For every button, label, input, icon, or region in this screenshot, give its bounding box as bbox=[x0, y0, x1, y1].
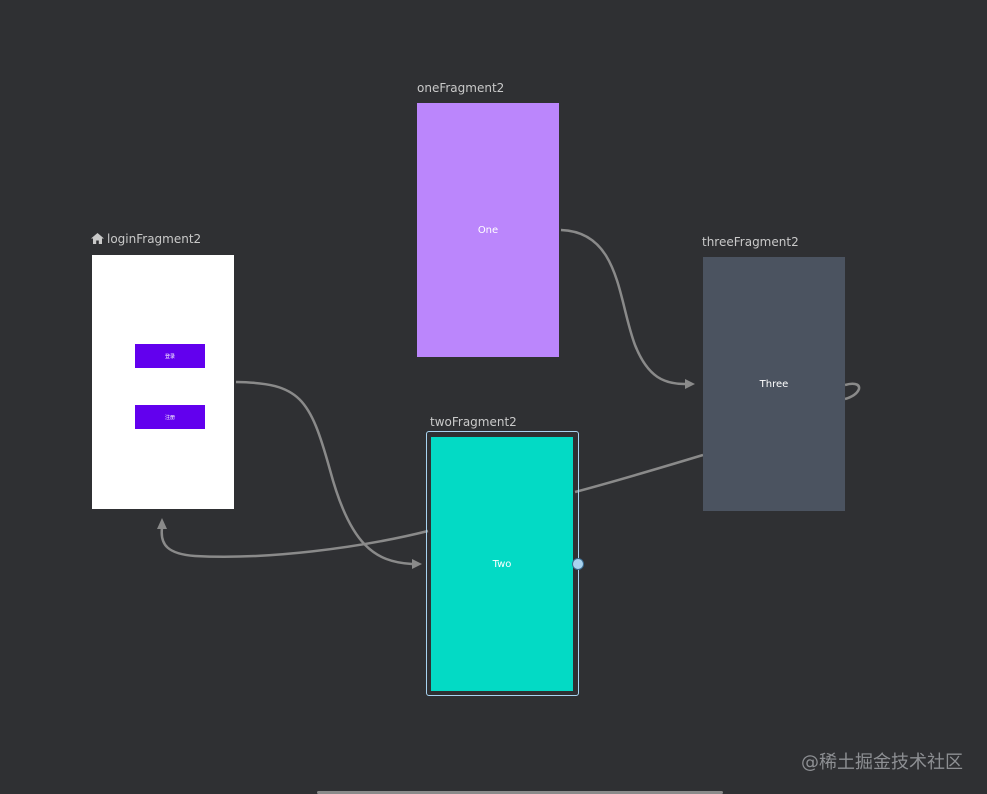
fragment-one-text: One bbox=[477, 224, 499, 236]
fragment-label-one: oneFragment2 bbox=[417, 81, 505, 95]
watermark: @稀土掘金技术社区 bbox=[801, 752, 963, 773]
fragment-label-three: threeFragment2 bbox=[702, 235, 799, 249]
action-edge-login-to-two[interactable] bbox=[235, 380, 413, 566]
action-edge-two-to-three[interactable] bbox=[574, 453, 704, 494]
home-icon bbox=[91, 233, 104, 244]
arrowhead-icon bbox=[685, 379, 695, 389]
fragment-label-login-text: loginFragment2 bbox=[107, 232, 202, 246]
action-edge-one-to-three[interactable] bbox=[560, 228, 686, 386]
action-handle[interactable] bbox=[572, 558, 584, 570]
fragment-one[interactable]: One bbox=[417, 103, 559, 357]
action-edge-two-to-login[interactable] bbox=[160, 527, 429, 559]
fragment-login[interactable] bbox=[92, 255, 234, 509]
fragment-two-text: Two bbox=[492, 558, 512, 570]
horizontal-scrollbar[interactable] bbox=[317, 791, 723, 794]
fragment-three[interactable]: Three bbox=[703, 257, 845, 511]
login-button[interactable]: 登录 bbox=[135, 344, 205, 368]
register-button[interactable]: 注册 bbox=[135, 405, 205, 429]
arrowhead-icon bbox=[157, 518, 167, 529]
arrowhead-icon bbox=[412, 559, 422, 569]
action-edge-three-self[interactable] bbox=[844, 382, 861, 401]
fragment-three-text: Three bbox=[759, 378, 789, 390]
fragment-two[interactable]: Two bbox=[431, 437, 573, 691]
fragment-label-two: twoFragment2 bbox=[430, 415, 517, 429]
fragment-label-login: loginFragment2 bbox=[91, 232, 201, 246]
